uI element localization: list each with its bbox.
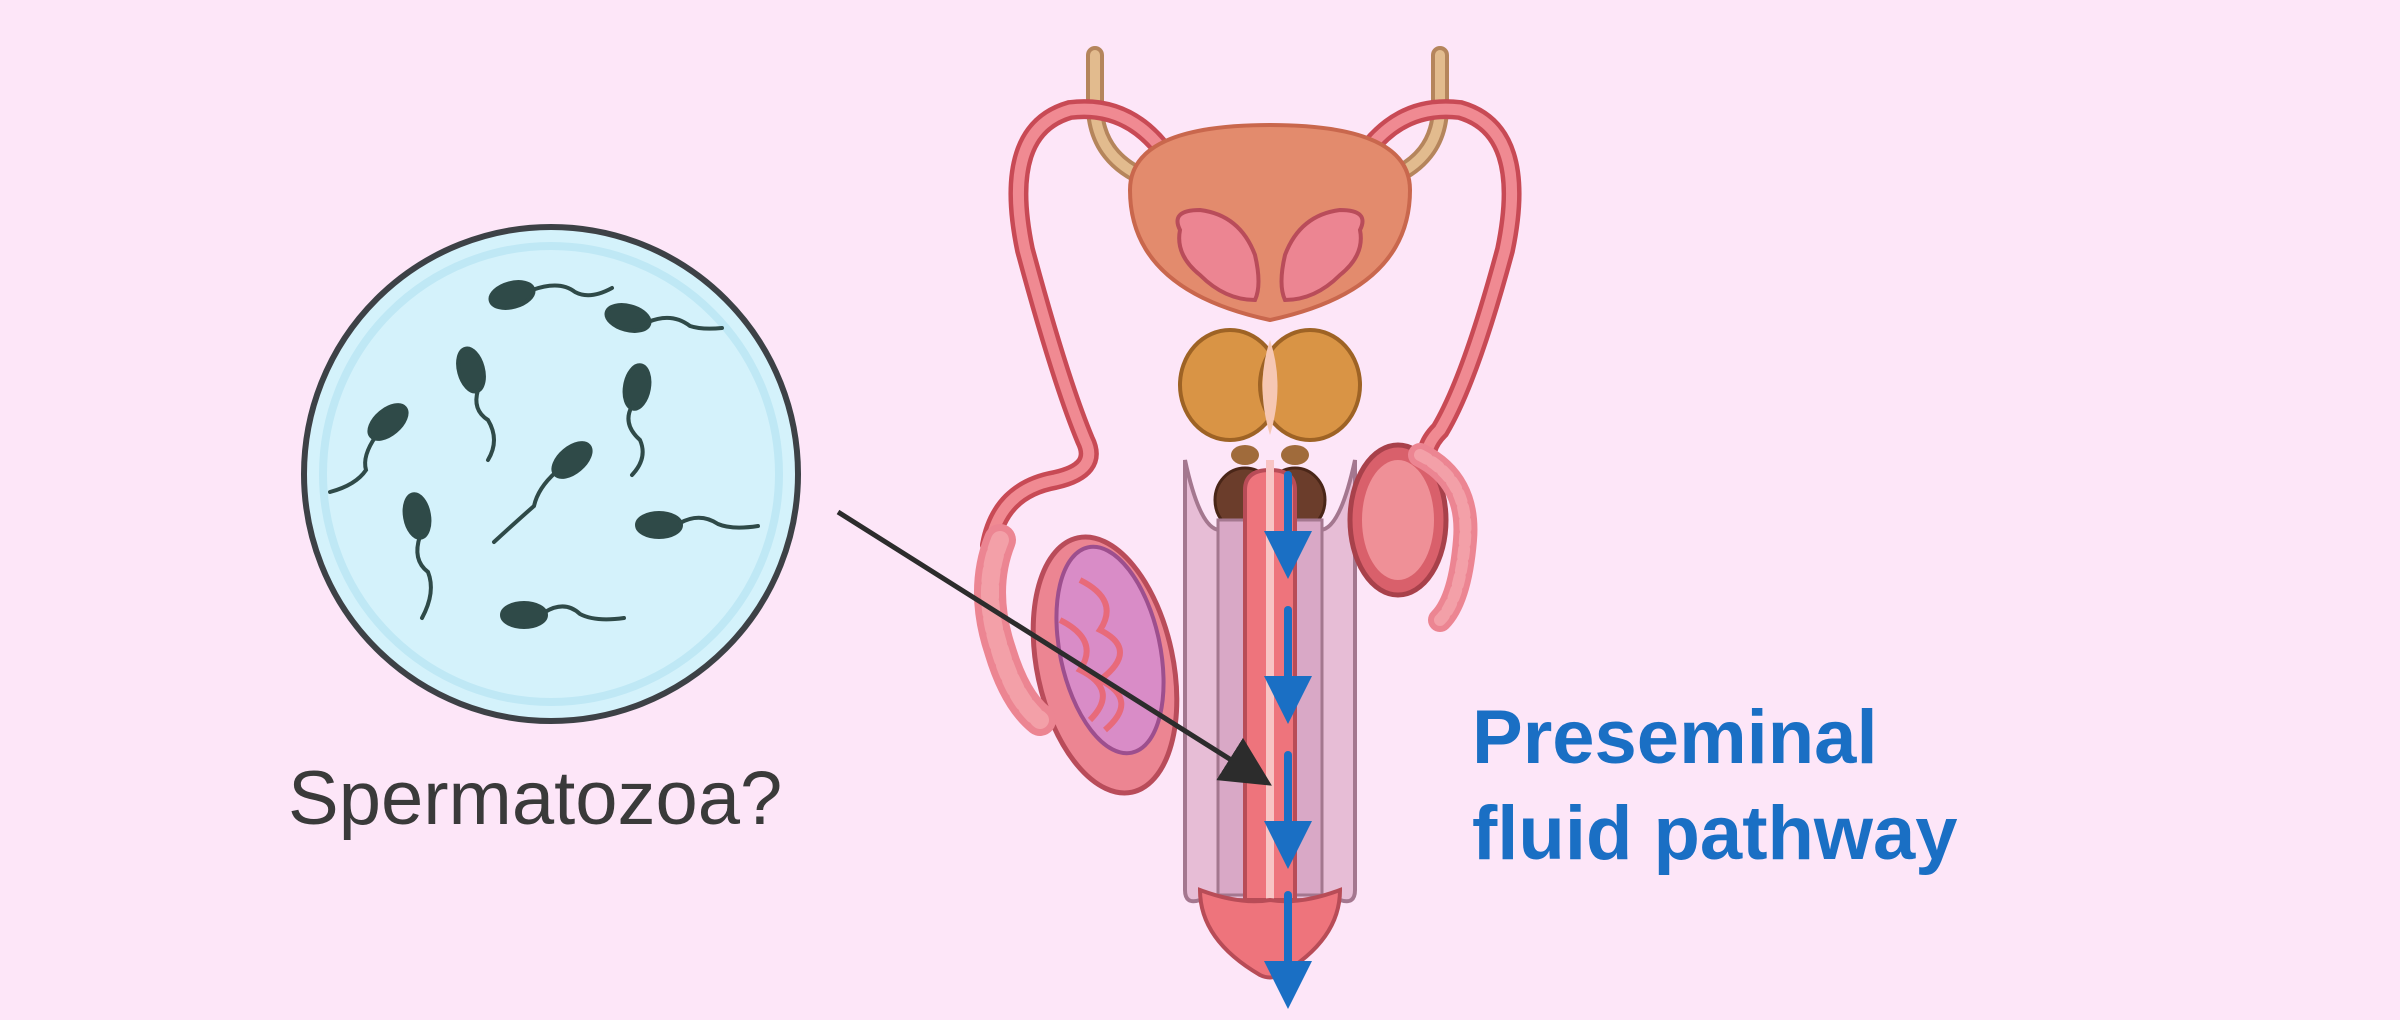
arrow-icon [836,509,1272,786]
sperm-icon [328,280,760,629]
microscope-view [301,224,801,724]
pathway-label-line1: Preseminal [1472,695,1878,780]
spermatozoa-label: Spermatozoa? [288,756,783,841]
anatomy-illustration [974,46,1522,980]
pathway-label-line2: fluid pathway [1472,791,1958,876]
pathway-label: Preseminal fluid pathway [1472,690,1958,882]
